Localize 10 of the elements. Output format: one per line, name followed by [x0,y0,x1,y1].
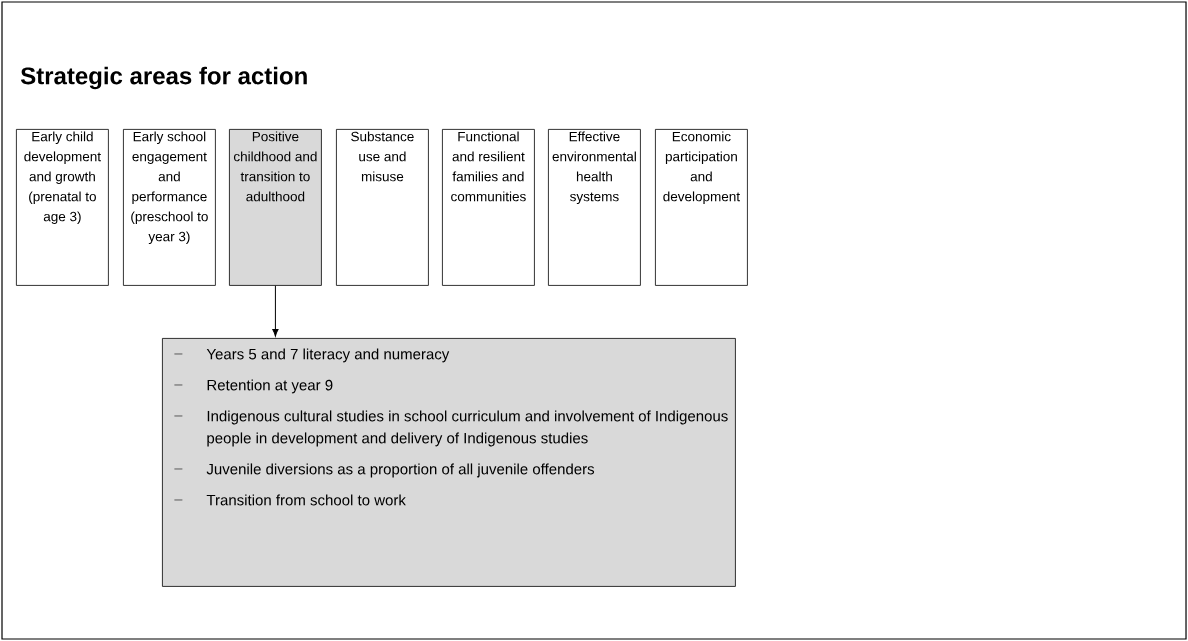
arrow [272,285,279,337]
area-box: Substance use and misuse [336,129,429,286]
area-box: Early child development and growth (prenatal to age 3) [16,129,109,286]
indicator-box: Years 5 and 7 literacy and numeracy Retention at year 9 Indigenous cultural studies in school curriculum and involvement of Indigenous people in development and delivery of Indigenous studies Juvenile diversions as a proportion of all juvenile offenders Transition from school to work [162,338,736,587]
title: Strategic areas for action [20,66,307,90]
area-box: Functional and resilient families and communities [442,129,535,286]
area-box: Early school engagement and performance (preschool to year 3) [123,129,216,286]
area-box: Positive childhood and transition to adulthood [229,129,322,286]
area-box: Economic participation and development [655,129,748,286]
area-box: Effective environmental health systems [548,129,641,286]
